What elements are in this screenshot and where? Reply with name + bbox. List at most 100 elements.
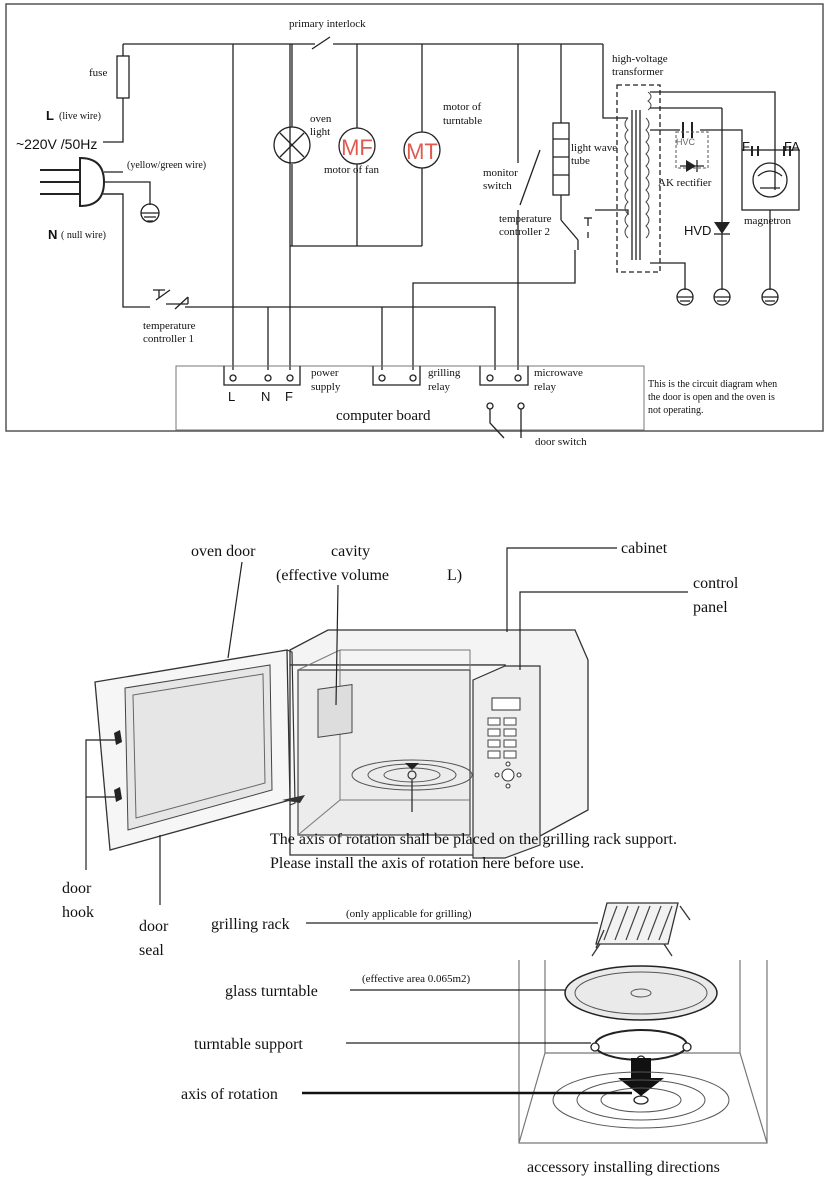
- label-door-hook-2: hook: [62, 904, 94, 921]
- leader-cabinet: [506, 547, 617, 632]
- label-cabinet: cabinet: [621, 540, 668, 557]
- hv-capacitor-icon: [675, 122, 709, 169]
- label-microwave-relay-1: microwave: [534, 367, 583, 379]
- accessory-illustration: [302, 902, 768, 1144]
- label-hvd: HVD: [684, 223, 711, 238]
- secondary-wiring: [650, 91, 776, 290]
- ground-3-icon: [761, 288, 779, 306]
- door-hook-icon: [114, 730, 122, 802]
- label-door-switch: door switch: [535, 436, 587, 448]
- magnetron-icon: [741, 146, 800, 290]
- note-line-3: not operating.: [648, 405, 704, 416]
- label-control-panel-1: control: [693, 575, 739, 592]
- note-line-1: This is the circuit diagram when: [648, 379, 777, 390]
- neutral-bus: [185, 306, 496, 370]
- label-light-wave-2: tube: [571, 155, 590, 167]
- label-primary-interlock: primary interlock: [289, 18, 366, 30]
- hv-transformer-icon: [616, 84, 661, 273]
- live-wire: [103, 44, 124, 143]
- label-monitor-switch-2: switch: [483, 180, 512, 192]
- circuit-frame: [5, 3, 824, 432]
- label-cavity-2: (effective volume: [276, 567, 389, 584]
- label-turntable-support: turntable support: [194, 1036, 303, 1053]
- circuit-labels: primary interlock fuse L (live wire) ~22…: [16, 18, 800, 448]
- grilling-rack-icon: [591, 902, 691, 957]
- label-glass-turntable: glass turntable: [225, 983, 318, 1000]
- label-motor-fan: motor of fan: [324, 164, 379, 176]
- door-switch-icon: [486, 402, 525, 439]
- label-hv-transformer-1: high-voltage: [612, 53, 668, 65]
- ground-1-icon: [676, 288, 694, 306]
- install-arrow-icon: [618, 1058, 664, 1096]
- label-live-l: L: [46, 108, 54, 123]
- oven-illustration: [85, 547, 688, 905]
- leader-oven-door: [227, 561, 243, 659]
- terminal-l: L: [228, 389, 235, 404]
- label-temp-ctrl2-2: controller 2: [499, 226, 550, 238]
- label-oven-light-1: oven: [310, 113, 332, 125]
- fuse-icon: [116, 55, 130, 99]
- floor-rings: [552, 1071, 730, 1129]
- label-ak-rectifier: AK rectifier: [658, 177, 712, 189]
- label-computer-board: computer board: [336, 408, 431, 424]
- label-live-wire: (live wire): [59, 111, 101, 122]
- label-hvc: HVC: [676, 137, 696, 147]
- light-wave-tube-icon: [552, 44, 570, 220]
- board-terminals: [223, 366, 529, 386]
- label-turntable-note: (effective area 0.065m2): [362, 973, 471, 985]
- oven-labels: oven door cavity (effective volume L) ca…: [62, 540, 739, 959]
- label-grilling-relay-2: relay: [428, 381, 450, 393]
- motor-fan-icon: [338, 44, 376, 246]
- label-motor-turntable-1: motor of: [443, 101, 482, 113]
- label-axis-note-2: Please install the axis of rotation here…: [270, 855, 584, 872]
- label-magnetron: magnetron: [744, 215, 792, 227]
- label-oven-light-2: light: [310, 126, 330, 138]
- terminal-n: N: [261, 389, 270, 404]
- label-door-hook-1: door: [62, 880, 92, 897]
- label-fa: FA: [784, 139, 800, 154]
- label-light-wave-1: light wave: [571, 142, 617, 154]
- transformer-primary-wire: [595, 209, 629, 215]
- label-fuse: fuse: [89, 67, 107, 79]
- label-control-panel-2: panel: [693, 599, 728, 616]
- label-cavity-unit: L): [447, 567, 462, 584]
- oven-light-icon: [273, 44, 311, 246]
- ak-rectifier-icon: [680, 160, 704, 172]
- label-temp-ctrl1-2: controller 1: [143, 333, 194, 345]
- label-temp-ctrl2-1: temperature: [499, 213, 552, 225]
- label-grilling-rack: grilling rack: [211, 916, 290, 933]
- label-axis-note-1: The axis of rotation shall be placed on …: [270, 831, 677, 848]
- label-hv-transformer-2: transformer: [612, 66, 664, 78]
- label-door-seal-1: door: [139, 918, 169, 935]
- circuit-diagram: MF MT: [5, 3, 824, 439]
- glass-turntable-icon: [564, 965, 718, 1021]
- leader-cavity: [335, 584, 339, 706]
- label-grilling-relay-1: grilling: [428, 367, 461, 379]
- cavity-window: [317, 683, 353, 738]
- label-axis-of-rotation: axis of rotation: [181, 1086, 278, 1103]
- ground-symbol-icon: [140, 203, 160, 223]
- motor-turntable-icon: [403, 44, 441, 246]
- motor-fan-symbol: MF: [341, 135, 373, 160]
- label-door-seal-2: seal: [139, 942, 164, 959]
- label-accessory-caption: accessory installing directions: [527, 1159, 720, 1176]
- label-f: F: [742, 139, 750, 154]
- label-microwave-relay-2: relay: [534, 381, 556, 393]
- label-oven-door: oven door: [191, 543, 256, 560]
- label-null-wire: ( null wire): [61, 230, 106, 241]
- note-line-2: the door is open and the oven is: [648, 392, 775, 403]
- label-power-supply-1: power: [311, 367, 339, 379]
- control-panel: [472, 665, 541, 859]
- label-monitor-switch-1: monitor: [483, 167, 518, 179]
- label-power-supply-2: supply: [311, 381, 341, 393]
- computer-board: [175, 365, 645, 431]
- temp-controller-2-icon: [560, 217, 592, 250]
- wire-grill-2: [412, 250, 576, 370]
- leader-door-hook: [85, 739, 116, 870]
- neutral-wire: [103, 193, 189, 310]
- label-temp-ctrl1-1: temperature: [143, 320, 196, 332]
- label-voltage: ~220V /50Hz: [16, 136, 97, 152]
- cavity-outline: [518, 960, 768, 1144]
- label-yellow-green: (yellow/green wire): [127, 160, 206, 171]
